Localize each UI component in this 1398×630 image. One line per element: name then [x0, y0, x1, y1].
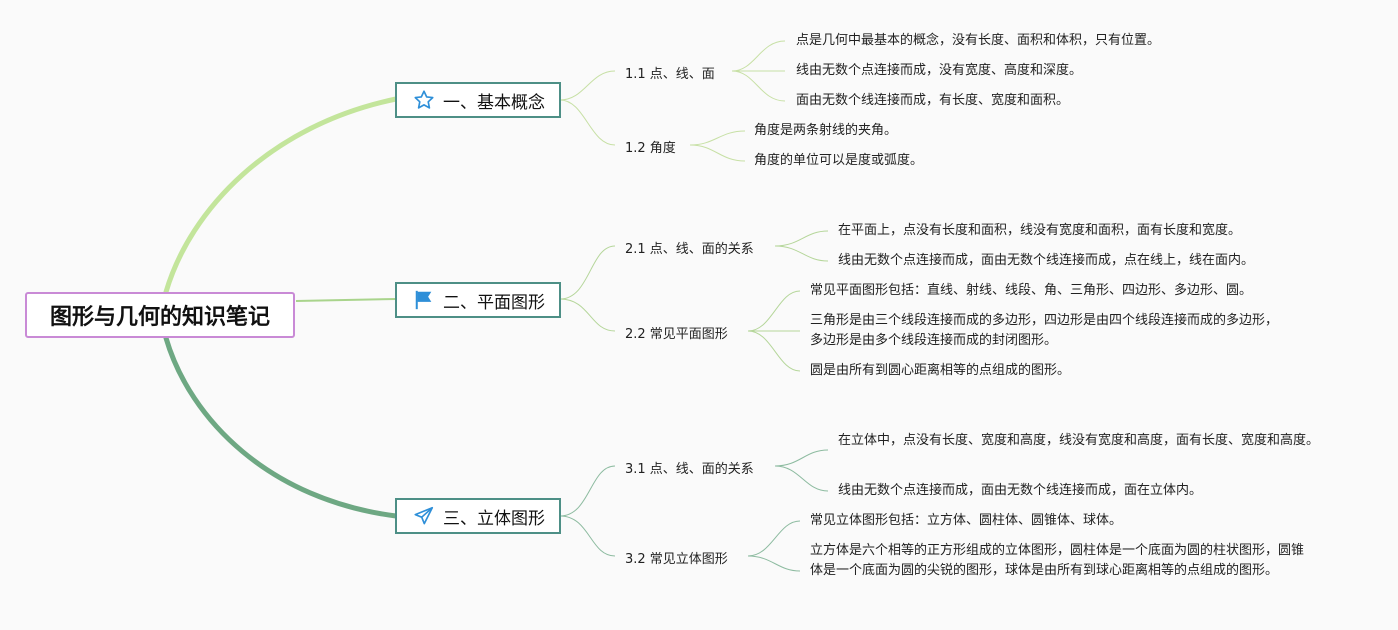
subtopic-2-2[interactable]: 2.2 常见平面图形	[625, 327, 728, 342]
connectors-branch1	[559, 40, 786, 162]
subtopic-3-2[interactable]: 3.2 常见立体图形	[625, 552, 728, 567]
leaf-2-1-2[interactable]: 线由无数个点连接而成，面由无数个线连接而成，点在线上，线在面内。	[838, 253, 1255, 268]
leaf-2-2-1[interactable]: 常见平面图形包括：直线、射线、线段、角、三角形、四边形、多边形、圆。	[810, 283, 1253, 298]
connector-root-branch2	[295, 298, 397, 302]
connector-root-branch3	[163, 335, 399, 519]
branch-solid-figures[interactable]: 三、立体图形	[395, 498, 561, 534]
branch-label: 二、平面图形	[443, 292, 545, 313]
leaf-1-2-2[interactable]: 角度的单位可以是度或弧度。	[754, 153, 924, 168]
branch-label: 三、立体图形	[443, 508, 545, 529]
leaf-2-1-1[interactable]: 在平面上，点没有长度和面积，线没有宽度和面积，面有长度和宽度。	[838, 223, 1242, 238]
connector-root-branch1	[163, 96, 399, 295]
subtopic-2-1[interactable]: 2.1 点、线、面的关系	[625, 242, 754, 257]
leaf-2-2-3[interactable]: 圆是由所有到圆心距离相等的点组成的图形。	[810, 363, 1071, 378]
leaf-1-2-1[interactable]: 角度是两条射线的夹角。	[754, 123, 898, 138]
flag-icon	[413, 289, 435, 311]
subtopic-3-1[interactable]: 3.1 点、线、面的关系	[625, 462, 754, 477]
subtopic-1-1[interactable]: 1.1 点、线、面	[625, 67, 715, 82]
leaf-1-1-2[interactable]: 线由无数个点连接而成，没有宽度、高度和深度。	[796, 63, 1083, 78]
leaf-3-1-1[interactable]: 在立体中，点没有长度、宽度和高度，线没有宽度和高度，面有长度、宽度和高度。	[838, 433, 1320, 448]
leaf-3-2-2[interactable]: 立方体是六个相等的正方形组成的立体图形，圆柱体是一个底面为圆的柱状图形，圆锥体是…	[810, 543, 1305, 578]
leaf-1-1-3[interactable]: 面由无数个线连接而成，有长度、宽度和面积。	[796, 93, 1070, 108]
branch-plane-figures[interactable]: 二、平面图形	[395, 282, 561, 318]
subtopic-1-2[interactable]: 1.2 角度	[625, 141, 676, 156]
branch-label: 一、基本概念	[443, 92, 545, 113]
root-title: 图形与几何的知识笔记	[49, 305, 270, 330]
leaf-2-2-2[interactable]: 三角形是由三个线段连接而成的多边形，四边形是由四个线段连接而成的多边形，多边形是…	[810, 313, 1279, 348]
root-topic[interactable]: 图形与几何的知识笔记	[25, 292, 295, 338]
connectors-branch3	[559, 449, 829, 572]
leaf-3-1-2[interactable]: 线由无数个点连接而成，面由无数个线连接而成，面在立体内。	[838, 483, 1203, 498]
paper-plane-icon	[413, 505, 435, 527]
connectors-branch2	[559, 230, 829, 372]
leaf-3-2-1[interactable]: 常见立体图形包括：立方体、圆柱体、圆锥体、球体。	[810, 513, 1123, 528]
branch-basic-concepts[interactable]: 一、基本概念	[395, 82, 561, 118]
star-icon	[413, 89, 435, 111]
leaf-1-1-1[interactable]: 点是几何中最基本的概念，没有长度、面积和体积，只有位置。	[796, 33, 1161, 48]
